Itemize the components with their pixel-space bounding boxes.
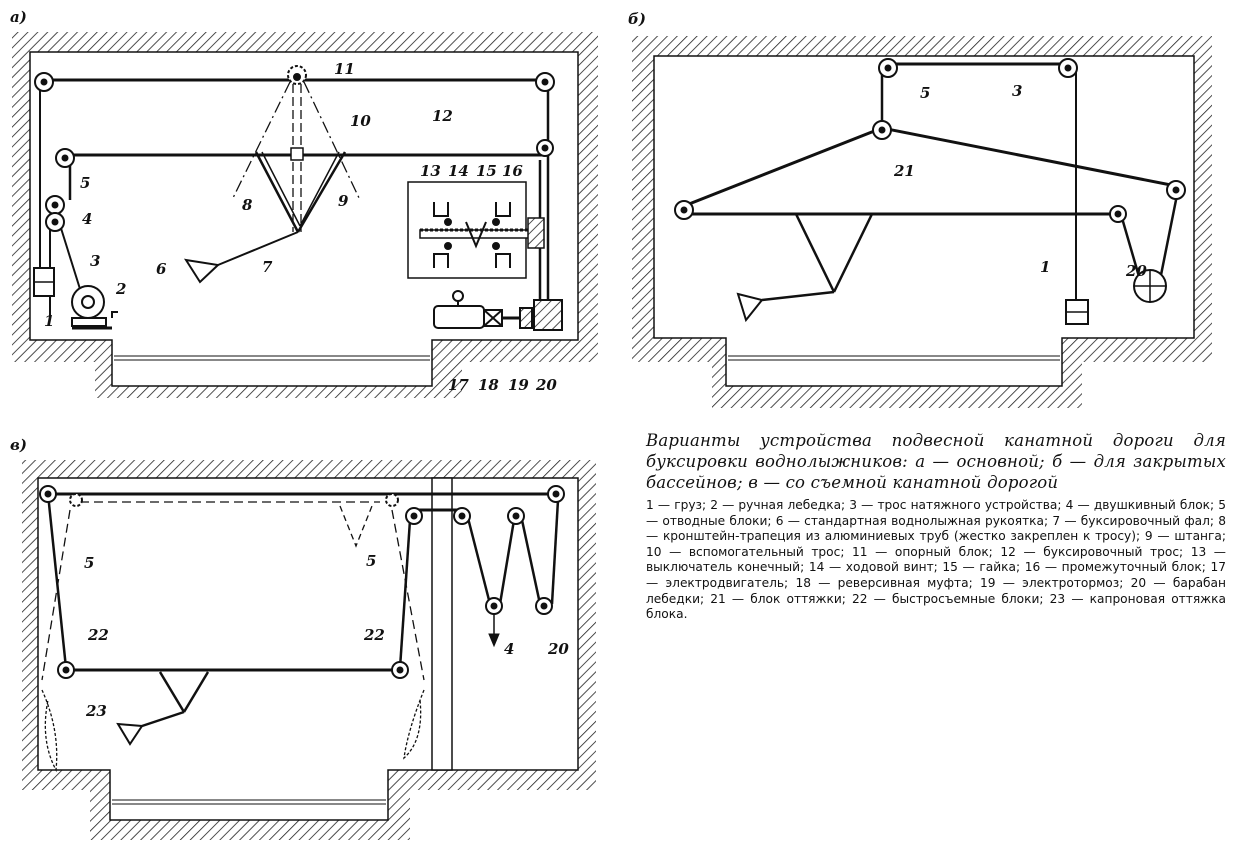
callout-label: 22 [87, 626, 109, 644]
callout-label: 14 [448, 162, 469, 180]
panel-b-callouts: 1 3 5 20 21 [893, 82, 1147, 280]
panel-c-ropes [41, 492, 560, 773]
panel-c-pool-water [112, 799, 386, 805]
panel-c-walls [22, 460, 596, 840]
panel-a: а) [10, 8, 598, 398]
panel-b-letter: б) [628, 10, 646, 28]
callout-label: 3 [90, 252, 100, 270]
callout-label: 5 [920, 84, 930, 102]
panel-b-pulleys [674, 58, 1186, 303]
callout-label: 18 [478, 376, 499, 394]
callout-label: 10 [350, 112, 371, 130]
callout-label: 21 [893, 162, 915, 180]
callout-label: 23 [85, 702, 107, 720]
callout-label: 12 [432, 107, 453, 125]
panel-a-letter: а) [10, 8, 27, 26]
callout-label: 6 [156, 260, 167, 278]
panel-a-trapeze [183, 81, 361, 284]
panel-b: б) [628, 10, 1212, 408]
callout-label: 16 [502, 162, 523, 180]
caption-title: Варианты устройства подвесной канатной д… [646, 431, 1226, 492]
callout-label: 15 [476, 162, 497, 180]
panel-b-trapeze [736, 213, 874, 323]
callout-label: 4 [504, 640, 514, 658]
callout-label: 17 [448, 376, 469, 394]
callout-label: 20 [547, 640, 569, 658]
panel-a-walls [12, 32, 598, 398]
panel-a-hand-winch [71, 285, 118, 330]
panel-a-pulleys [34, 65, 555, 232]
callout-label: 22 [363, 626, 385, 644]
callout-label: 13 [420, 162, 441, 180]
panel-b-walls [632, 36, 1212, 408]
callout-label: 11 [334, 60, 355, 78]
figure-caption: Варианты устройства подвесной канатной д… [646, 430, 1226, 623]
callout-label: 19 [508, 376, 529, 394]
callout-label: 8 [242, 196, 253, 214]
callout-label: 1 [44, 312, 54, 330]
panel-c: в) [10, 436, 596, 840]
callout-label: 20 [1125, 262, 1147, 280]
caption-legend: 1 — груз; 2 — ручная лебедка; 3 — трос н… [646, 498, 1226, 622]
callout-label: 20 [535, 376, 557, 394]
panel-c-trapeze [116, 614, 500, 746]
callout-label: 2 [115, 280, 126, 298]
callout-label: 1 [1040, 258, 1050, 276]
callout-label: 5 [80, 174, 90, 192]
panel-c-pulleys [39, 485, 565, 679]
panel-a-motor-drive [433, 290, 563, 331]
panel-c-callouts: 5 5 22 22 23 4 20 [84, 552, 569, 720]
callout-label: 3 [1012, 82, 1022, 100]
callout-label: 5 [366, 552, 376, 570]
panel-a-limit-switch-box [407, 181, 545, 279]
callout-label: 7 [262, 258, 273, 276]
panel-a-pool-water [114, 355, 430, 361]
callout-label: 4 [82, 210, 92, 228]
callout-label: 9 [338, 192, 349, 210]
panel-a-callouts: 11 10 12 5 4 3 2 1 8 9 6 7 13 14 15 16 1… [44, 60, 557, 394]
panel-c-letter: в) [10, 436, 27, 454]
panel-b-pool-water [728, 355, 1060, 361]
panel-b-ropes [683, 62, 1180, 300]
callout-label: 5 [84, 554, 94, 572]
